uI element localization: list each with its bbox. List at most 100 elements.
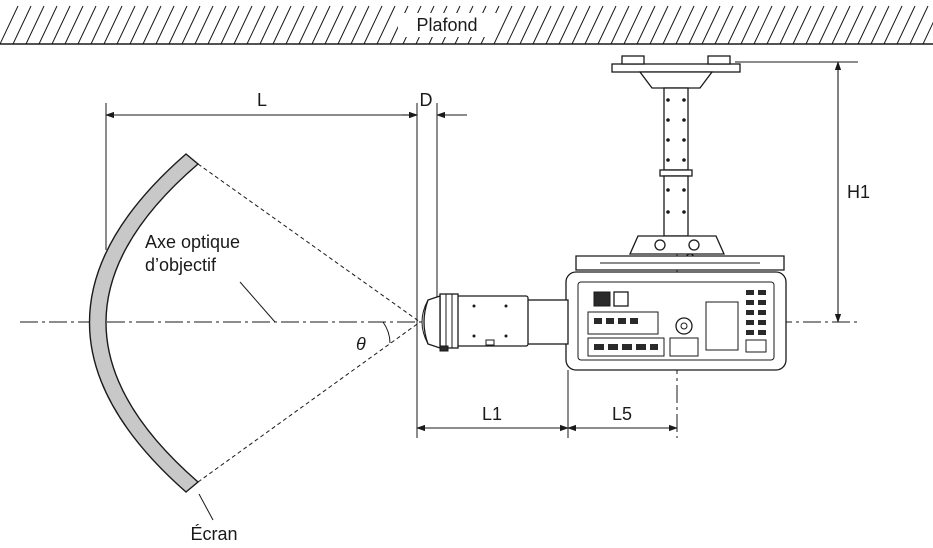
ceiling-hatch-line [311,5,331,45]
ceiling-hatch-line [792,5,812,45]
control-buttons [746,290,766,335]
ceiling-hatch-line [740,5,760,45]
terminal-panel-upper [587,311,659,335]
ceiling-hatch-line [727,5,747,45]
ceiling-hatch-line [207,5,227,45]
dimension-L: L [105,90,418,322]
ceiling-hatch-line [636,5,656,45]
mount-knob-right [688,239,700,251]
lens-label-tab [485,339,495,346]
ceiling-hatch-line [506,5,526,45]
mount-lower-bracket [628,235,726,255]
dimension-D: D [402,90,467,300]
ceiling-hatching [0,5,933,45]
ceiling: Plafond [0,5,933,45]
lens-screws [472,304,508,338]
optical-axis-label-line1: Axe optique [145,232,240,252]
ceiling-hatch-line [597,5,617,45]
theta-arc [382,321,391,344]
ceiling-hatch-line [142,5,162,45]
dim-L1-label: L1 [482,404,502,424]
ceiling-hatch-line [77,5,97,45]
lens-barrel [455,295,529,347]
ceiling-hatch-line [129,5,149,45]
ceiling-hatch-line [909,5,929,45]
ceiling-hatch-line [545,5,565,45]
filter-cover [705,301,739,351]
mount-plate-tab-right [707,55,731,65]
ceiling-hatch-line [571,5,591,45]
ceiling-hatch-line [844,5,864,45]
screen-leader-line [198,493,214,521]
ceiling-hatch-line [0,5,19,45]
ceiling-hatch-line [610,5,630,45]
lens-front-glass [421,299,429,345]
ceiling-label-background [398,13,496,37]
ceiling-hatch-line [272,5,292,45]
ceiling-hatch-line [662,5,682,45]
ceiling-hatch-line [701,5,721,45]
ceiling-hatch-line [714,5,734,45]
projector-lens [421,293,569,352]
ceiling-hatch-line [324,5,344,45]
ceiling-hatch-line [64,5,84,45]
control-dial-inner [680,322,688,330]
control-dial [675,317,693,335]
ceiling-hatch-line [870,5,890,45]
dim-L-label: L [257,90,267,110]
mount-knob-left [654,239,666,251]
ceiling-hatch-line [350,5,370,45]
mount-lower-pole [663,175,689,237]
screen-surface [88,153,200,493]
ceiling-hatch-line [857,5,877,45]
lens-focus-ring [439,293,459,349]
mount-pole-band [659,169,693,177]
ceiling-hatch-line [675,5,695,45]
ceiling-hatch-line [688,5,708,45]
beam-lower-line [197,321,421,483]
mount-plate-tab-left [621,55,645,65]
lens-mount-barrel [525,299,569,345]
dim-L5-label: L5 [612,404,632,424]
terminal-panel-right [669,337,699,357]
ceiling-hatch-line [779,5,799,45]
optical-axis-label-line2: d’objectif [145,255,217,275]
ceiling-hatch-line [532,5,552,45]
ceiling-hatch-line [337,5,357,45]
ceiling-hatch-line [922,21,933,45]
ceiling-hatch-line [285,5,305,45]
ceiling-hatch-line [51,5,71,45]
ceiling-hatch-line [38,5,58,45]
optical-axis-leader [239,281,276,323]
ceiling-hatch-line [766,5,786,45]
power-connector [593,291,611,307]
terminal-ports [594,318,658,350]
ceiling-hatch-line [818,5,838,45]
ceiling-hatch-line [883,5,903,45]
ceiling-hatch-line [168,5,188,45]
dimension-H1: H1 [735,61,870,323]
beam-upper-line [197,163,421,323]
ceiling-hatch-line [181,5,201,45]
ceiling-hatch-line [753,5,773,45]
ceiling-hatch-line [896,5,916,45]
ceiling-hatch-line [233,5,253,45]
ceiling-hatch-line [376,5,396,45]
mount-pole-holes [666,98,686,214]
mount-ceiling-plate [611,63,741,73]
dim-D-label: D [420,90,433,110]
ceiling-hatch-line [116,5,136,45]
projector-inner-panel [577,281,775,361]
ceiling-hatch-line [831,5,851,45]
ceiling-hatch-line [519,5,539,45]
ceiling-hatch-line [623,5,643,45]
ceiling-hatch-line [12,5,32,45]
ceiling-mount-bracket [575,55,785,271]
ceiling-hatch-line [194,5,214,45]
ceiling-hatch-line [90,5,110,45]
ceiling-hatch-line [259,5,279,45]
ceiling-hatch-line [103,5,123,45]
ceiling-hatch-line [220,5,240,45]
screen-label: Écran [190,524,237,544]
